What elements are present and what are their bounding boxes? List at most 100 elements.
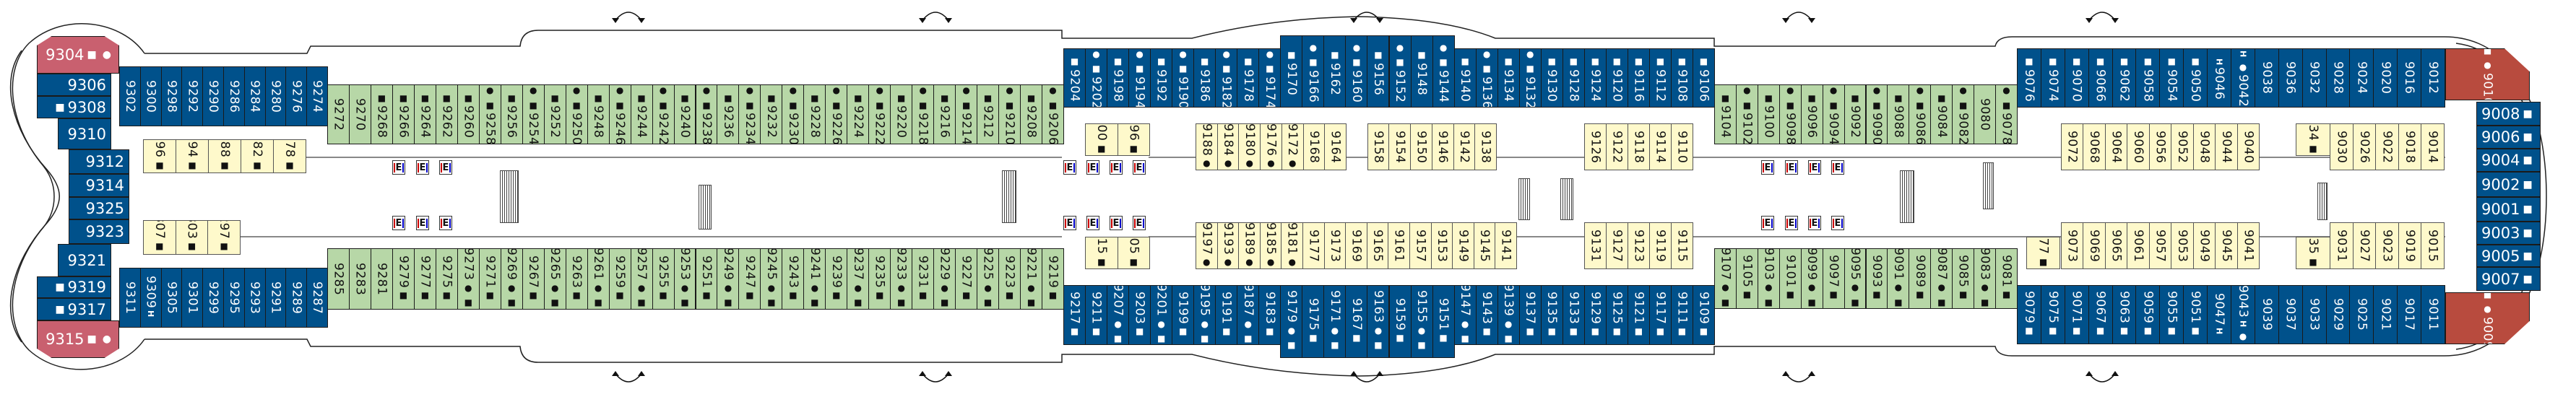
cabin-9128[interactable]: ■9128 [1562,48,1585,108]
cabin-9051[interactable]: 9051■ [2183,285,2208,344]
cabin-9274[interactable]: 9274 [306,66,328,126]
cabin-9251[interactable]: 9251■ [695,248,718,310]
cabin-9109[interactable]: 9109■ [1692,285,1715,345]
cabin-9244[interactable]: ■9244 [630,84,653,144]
cabin-9216[interactable]: ■9216 [933,84,956,144]
cabin-9083[interactable]: 9083●■ [1974,248,1997,309]
cabin-9107[interactable]: 9107●■ [1714,248,1737,309]
cabin-9175[interactable]: 9175■ [1302,285,1325,358]
cabin-9208[interactable]: ■9208 [1020,84,1043,144]
cabin-9075[interactable]: 9075■ [2040,285,2065,344]
cabin-9141[interactable]: 9141 [1495,222,1517,269]
cabin-9257[interactable]: 9257●■ [630,248,653,310]
cabin-9063[interactable]: 9063■ [2112,285,2137,344]
cabin-9061[interactable]: 9061 [2127,222,2150,269]
elevator-icon[interactable]: E [1785,216,1798,230]
cabin-9093[interactable]: 9093■ [1865,248,1888,309]
cabin-9199[interactable]: 9199■ [1172,285,1195,345]
cabin-9215[interactable]: 9215■● [1085,237,1118,269]
cabin-9171[interactable]: 9171●■ [1323,285,1347,358]
cabin-9058[interactable]: ■9058 [2135,48,2161,108]
cabin-9023[interactable]: 9023 [2375,222,2399,269]
cabin-9134[interactable]: ■9134 [1497,48,1520,108]
cabin-9308[interactable]: ■9308 [37,96,111,118]
cabin-9224[interactable]: ■9224 [847,84,870,144]
cabin-9269[interactable]: 9269●■ [500,248,523,310]
cabin-9286[interactable]: 9286 [223,66,245,126]
cabin-9223[interactable]: 9223■ [998,248,1021,310]
cabin-9252[interactable]: ■9252 [543,84,566,144]
cabin-9164[interactable]: 9164 [1324,123,1347,170]
cabin-9033[interactable]: 9033 [2301,285,2327,344]
cabin-9042[interactable]: H●9042 [2231,48,2255,108]
cabin-9235[interactable]: 9235■ [868,248,891,310]
cabin-9145[interactable]: 9145 [1473,222,1496,269]
cabin-9217[interactable]: 9217■ [1063,285,1086,345]
elevator-icon[interactable]: E [392,160,405,175]
cabin-9021[interactable]: 9021 [2373,285,2398,344]
cabin-9160[interactable]: ●■9160 [1345,35,1368,108]
cabin-9214[interactable]: ●■9214 [955,84,978,144]
cabin-9118[interactable]: 9118 [1628,123,1650,170]
cabin-9122[interactable]: 9122 [1606,123,1628,170]
cabin-9008[interactable]: 9008■ [2476,102,2541,126]
cabin-9166[interactable]: ●■9166 [1302,35,1325,108]
cabin-9225[interactable]: 9225●■ [977,248,1000,310]
cabin-9315[interactable]: 9315■● [37,320,119,358]
elevator-icon[interactable]: E [1831,160,1844,175]
cabin-9088[interactable]: ■9088 [1887,84,1910,144]
cabin-9201[interactable]: 9201●■ [1150,285,1173,345]
cabin-9280[interactable]: 9280 [264,66,287,126]
cabin-9240[interactable]: ■9240 [673,84,696,144]
cabin-9067[interactable]: 9067■ [2088,285,2113,344]
cabin-9246[interactable]: ●■9246 [608,84,631,144]
cabin-9052[interactable]: 9052 [2171,123,2194,170]
cabin-9258[interactable]: ●■9258 [478,84,501,144]
cabin-9219[interactable]: 9219■ [1042,248,1064,310]
cabin-9085[interactable]: 9085■ [1952,248,1975,309]
cabin-9265[interactable]: 9265●■ [543,248,566,310]
cabin-9015[interactable]: 9015 [2421,222,2445,269]
cabin-9202[interactable]: ●■9202 [1085,48,1108,108]
cabin-9003[interactable]: 9003■ [2476,222,2541,245]
cabin-9044[interactable]: 9044 [2215,123,2238,170]
cabin-9284[interactable]: 9284 [243,66,266,126]
cabin-9317[interactable]: ■9317 [37,298,111,320]
cabin-9126[interactable]: 9126 [1584,123,1607,170]
cabin-9183[interactable]: 9183■ [1258,285,1281,345]
cabin-9120[interactable]: ■9120 [1605,48,1628,108]
cabin-9095[interactable]: 9095●■ [1844,248,1867,309]
elevator-icon[interactable]: E [1785,160,1798,175]
cabin-9100[interactable]: ■9100 [1757,84,1780,144]
cabin-9035[interactable]: 9035■● [2296,237,2330,269]
cabin-9065[interactable]: 9065 [2104,222,2128,269]
cabin-9123[interactable]: 9123 [1628,222,1650,269]
cabin-9291[interactable]: 9291 [264,268,287,328]
cabin-9078[interactable]: ●■9078 [1995,84,2018,144]
cabin-9142[interactable]: 9142 [1453,123,1476,170]
cabin-9125[interactable]: 9125■ [1605,285,1628,345]
cabin-9305[interactable]: 9305 [160,268,183,328]
cabin-9301[interactable]: 9301 [181,268,204,328]
cabin-9001[interactable]: 9001■ [2476,197,2541,222]
cabin-9091[interactable]: 9091●■ [1887,248,1910,309]
cabin-9106[interactable]: ■9106 [1692,48,1715,108]
cabin-9012[interactable]: 9012 [2421,48,2445,108]
cabin-9254[interactable]: ●■9254 [522,84,545,144]
cabin-9069[interactable]: 9069 [2083,222,2106,269]
cabin-9232[interactable]: ■9232 [760,84,783,144]
cabin-9150[interactable]: 9150 [1410,123,1432,170]
cabin-9131[interactable]: 9131 [1584,222,1607,269]
cabin-9059[interactable]: 9059■ [2135,285,2161,344]
cabin-9203[interactable]: 9203■ [1128,285,1151,345]
cabin-9180[interactable]: 9180● [1238,123,1261,170]
cabin-9255[interactable]: 9255■ [652,248,675,310]
cabin-9156[interactable]: ■9156 [1367,35,1390,108]
cabin-9192[interactable]: ■9192 [1150,48,1173,108]
cabin-9045[interactable]: 9045 [2215,222,2238,269]
elevator-icon[interactable]: E [416,216,429,230]
elevator-icon[interactable]: E [439,216,452,230]
cabin-9299[interactable]: 9299 [202,268,224,328]
cabin-9194[interactable]: ●■9194 [1128,48,1151,108]
